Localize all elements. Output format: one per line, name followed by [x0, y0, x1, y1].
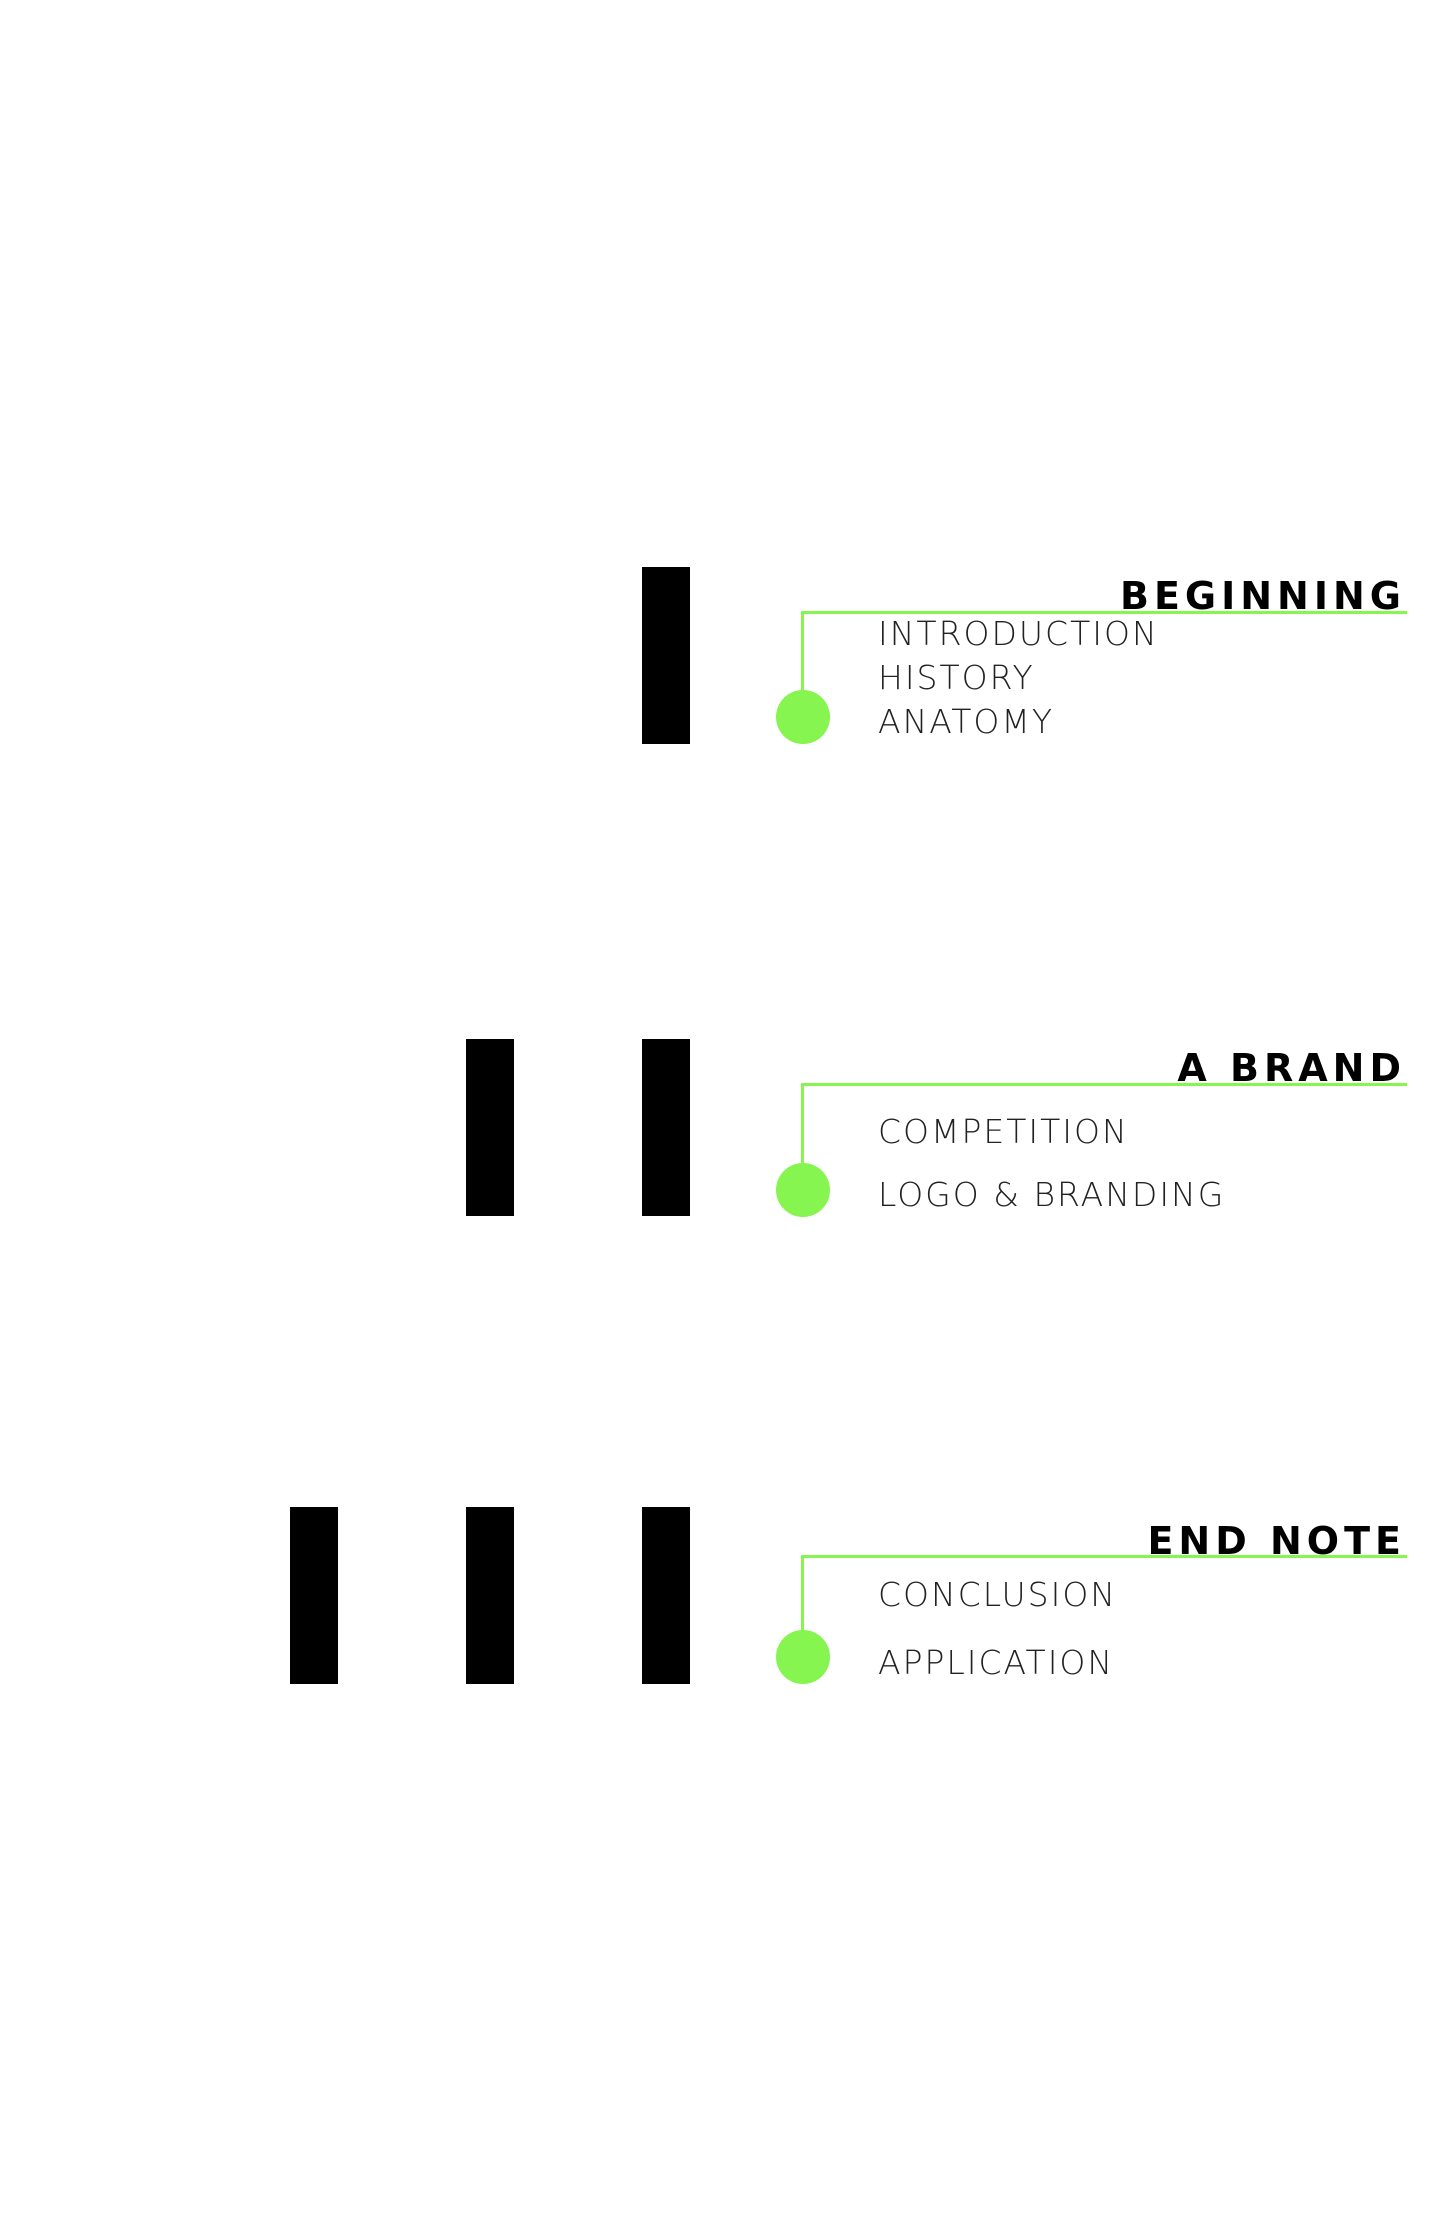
toc-item: COMPETITION: [878, 1112, 1129, 1151]
accent-line-vertical: [801, 611, 804, 721]
roman-numeral-bar: [642, 1039, 690, 1216]
roman-numeral-bar: [290, 1507, 338, 1684]
roman-numeral-bar: [466, 1507, 514, 1684]
accent-line-horizontal: [802, 1083, 1407, 1086]
section-title: A BRAND: [1177, 1046, 1406, 1090]
toc-item: LOGO & BRANDING: [878, 1175, 1226, 1214]
roman-numeral-bar: [642, 567, 690, 744]
accent-line-vertical: [801, 1555, 804, 1655]
accent-dot-marker: [776, 690, 830, 744]
accent-dot-marker: [776, 1630, 830, 1684]
accent-line-horizontal: [802, 611, 1407, 614]
toc-item: APPLICATION: [878, 1643, 1115, 1682]
accent-dot-marker: [776, 1163, 830, 1217]
toc-item: INTRODUCTION: [878, 614, 1159, 653]
roman-numeral-bar: [466, 1039, 514, 1216]
toc-item: CONCLUSION: [878, 1575, 1117, 1614]
toc-item: ANATOMY: [878, 702, 1055, 741]
accent-line-horizontal: [802, 1555, 1407, 1558]
section-title: END NOTE: [1147, 1519, 1406, 1563]
accent-line-vertical: [801, 1083, 804, 1193]
section-title: BEGINNING: [1120, 574, 1406, 618]
roman-numeral-bar: [642, 1507, 690, 1684]
toc-item: HISTORY: [878, 658, 1035, 697]
